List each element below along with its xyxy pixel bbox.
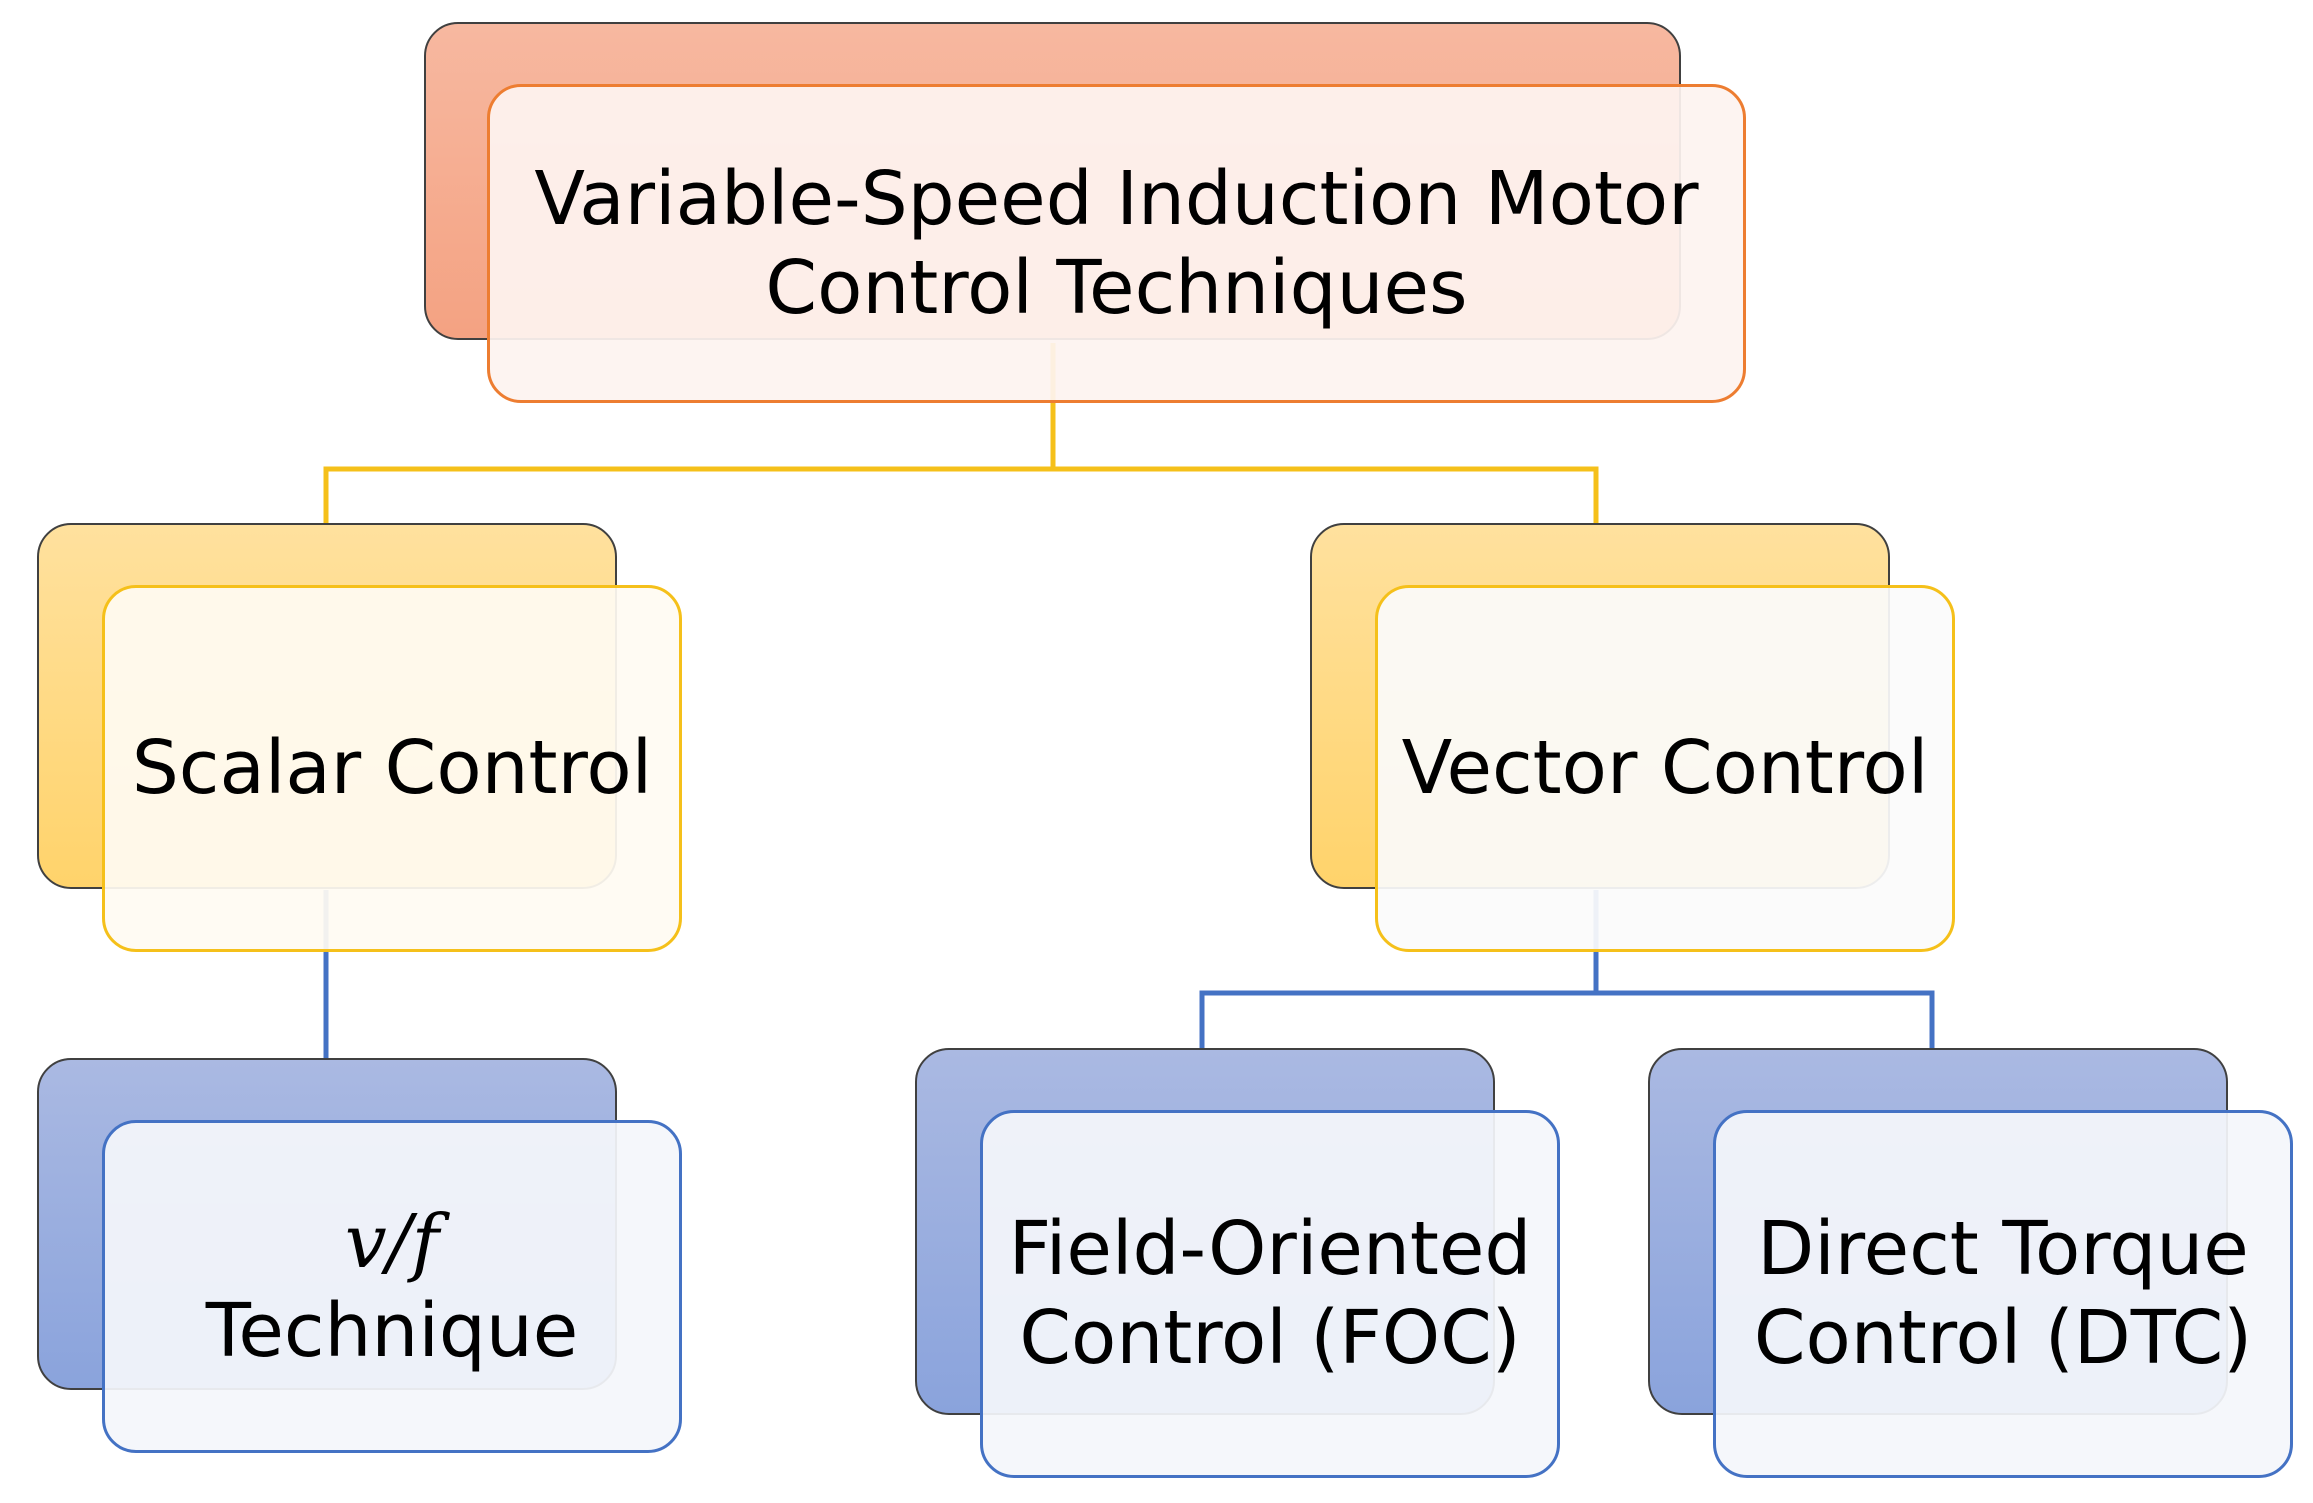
scalar-control-node: Scalar Control xyxy=(37,523,682,952)
vector-control-box: Vector Control xyxy=(1375,585,1955,952)
vf-formula: v/f xyxy=(344,1198,440,1285)
root-title-line1: Variable-Speed Induction Motor xyxy=(534,155,1699,242)
dtc-node: Direct Torque Control (DTC) xyxy=(1648,1048,2293,1478)
foc-box: Field-Oriented Control (FOC) xyxy=(980,1110,1560,1478)
vector-control-label: Vector Control xyxy=(1401,725,1929,812)
root-node-box: Variable-Speed Induction Motor Control T… xyxy=(487,84,1746,403)
foc-label-line1: Field-Oriented xyxy=(1008,1206,1532,1293)
foc-node: Field-Oriented Control (FOC) xyxy=(915,1048,1560,1478)
dtc-label-line2: Control (DTC) xyxy=(1753,1295,2253,1381)
vf-technique-label: Technique xyxy=(205,1287,579,1374)
scalar-control-label: Scalar Control xyxy=(131,725,653,812)
connector-root-to-vector xyxy=(1053,466,1599,523)
connector-vector-to-dtc xyxy=(1596,990,1935,1048)
dtc-label-line1: Direct Torque xyxy=(1757,1206,2249,1293)
root-node: Variable-Speed Induction Motor Control T… xyxy=(424,22,1746,403)
vf-technique-node: v/f Technique xyxy=(37,1058,682,1453)
foc-label-line2: Control (FOC) xyxy=(1019,1295,1521,1381)
vf-technique-box: v/f Technique xyxy=(102,1120,682,1453)
root-title-line2: Control Techniques xyxy=(765,244,1468,331)
dtc-box: Direct Torque Control (DTC) xyxy=(1713,1110,2293,1478)
scalar-control-box: Scalar Control xyxy=(102,585,682,952)
vector-control-node: Vector Control xyxy=(1310,523,1955,952)
connector-root-to-level1 xyxy=(323,343,1056,523)
